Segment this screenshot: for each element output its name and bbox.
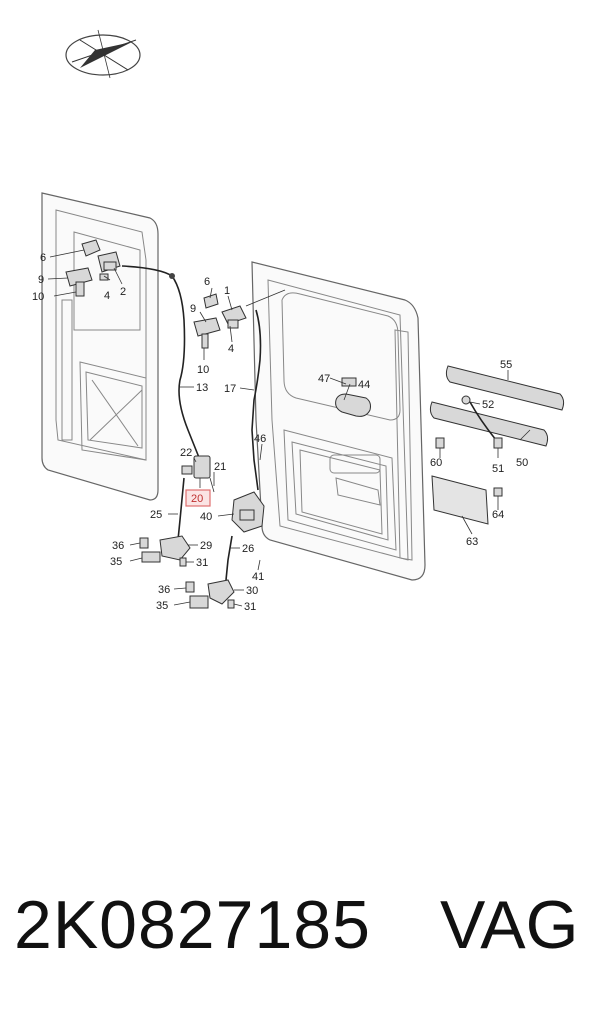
callout-label: 26 <box>242 543 254 555</box>
plate-63 <box>431 437 503 525</box>
lock-actuator-20 <box>181 455 215 493</box>
callout-label: 25 <box>150 509 162 521</box>
lock-40 <box>231 491 265 533</box>
left-hinge-upper <box>81 239 121 273</box>
callout-label: 31 <box>196 557 208 569</box>
callout-label: 50 <box>516 457 528 469</box>
left-hinge-lower <box>65 267 109 297</box>
callout-label: 36 <box>112 540 124 552</box>
right-door <box>251 261 426 581</box>
callout-label: 30 <box>246 585 258 597</box>
catalog-logo <box>65 29 141 79</box>
part-number: 2K0827185 <box>14 887 371 963</box>
callout-label: 55 <box>500 359 512 371</box>
callout-label: 21 <box>214 461 226 473</box>
callout-label: 40 <box>200 511 212 523</box>
rod-25 <box>177 477 185 541</box>
callout-label: 6 <box>40 252 46 264</box>
callout-label: 51 <box>492 463 504 475</box>
highlight-box <box>185 489 211 507</box>
callout-label: 35 <box>156 600 168 612</box>
right-hinge-upper <box>203 293 247 329</box>
callout-label: 60 <box>430 457 442 469</box>
light-50 <box>429 395 549 449</box>
callout-labels: 6 9 10 4 2 6 1 9 4 10 13 17 47 44 55 52 … <box>32 252 528 613</box>
callout-label: 10 <box>32 291 44 303</box>
light-55 <box>445 365 565 411</box>
callout-label: 46 <box>254 433 266 445</box>
callout-label-highlighted: 20 <box>191 493 203 505</box>
lower-hinge-left-2 <box>185 579 235 609</box>
callout-label: 41 <box>252 571 264 583</box>
brand-name: VAG <box>440 887 579 963</box>
rod-26 <box>225 535 233 581</box>
callout-label: 31 <box>244 601 256 613</box>
callout-label: 35 <box>110 556 122 568</box>
callout-label: 44 <box>358 379 370 391</box>
callout-label: 17 <box>224 383 236 395</box>
lower-hinge-left <box>139 535 191 567</box>
callout-label: 4 <box>104 290 110 302</box>
callout-label: 6 <box>204 276 210 288</box>
callout-label: 2 <box>120 286 126 298</box>
right-hinge-lower <box>193 289 286 349</box>
callout-label: 1 <box>224 285 230 297</box>
callout-label: 4 <box>228 343 234 355</box>
callout-label: 22 <box>180 447 192 459</box>
leader-lines <box>47 249 531 607</box>
callout-label: 47 <box>318 373 330 385</box>
callout-label: 52 <box>482 399 494 411</box>
callout-label: 63 <box>466 536 478 548</box>
cable-17 <box>251 309 262 491</box>
callout-label: 10 <box>197 364 209 376</box>
callout-label: 64 <box>492 509 504 521</box>
callout-label: 9 <box>38 274 44 286</box>
callout-label: 9 <box>190 303 196 315</box>
left-door <box>41 192 159 501</box>
callout-label: 29 <box>200 540 212 552</box>
callout-label: 36 <box>158 584 170 596</box>
callout-label: 13 <box>196 382 208 394</box>
